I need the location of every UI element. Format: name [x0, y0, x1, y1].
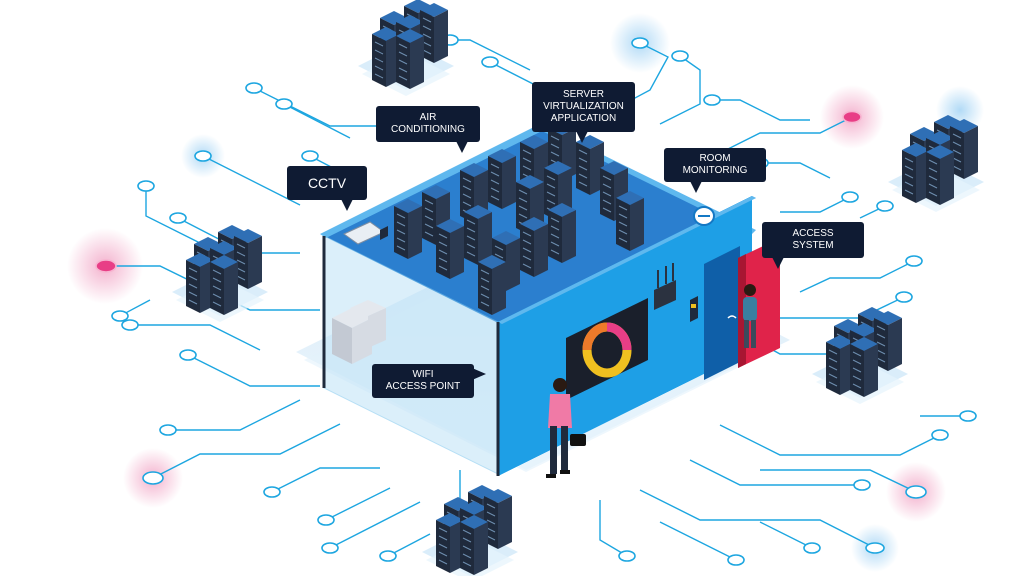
access-card-reader-icon	[690, 296, 698, 322]
person-with-briefcase	[546, 378, 586, 478]
server-virtualization-callout: SERVER VIRTUALIZATION APPLICATION	[532, 82, 635, 143]
server-cluster-left	[172, 225, 268, 322]
wall-donut-display-icon	[566, 298, 648, 400]
server-cluster-top	[358, 0, 454, 96]
room-monitoring-callout: ROOM MONITORING	[664, 148, 766, 193]
server-cluster-right-top	[888, 115, 984, 212]
cctv-camera-icon	[343, 221, 388, 245]
person-at-door	[727, 284, 757, 348]
circuit-nodes	[95, 34, 977, 566]
storage-units	[332, 300, 386, 364]
server-cluster-bottom	[422, 485, 518, 576]
room-monitoring-sensor-icon	[693, 206, 715, 226]
access-system-callout: ACCESS SYSTEM	[762, 222, 864, 269]
server-cluster-right	[812, 307, 908, 404]
air-conditioning-callout: AIR CONDITIONING	[376, 106, 480, 153]
cctv-callout: CCTV	[287, 166, 367, 211]
wifi-access-point-callout: WIFI ACCESS POINT	[372, 364, 486, 398]
wifi-router-icon	[654, 263, 676, 310]
